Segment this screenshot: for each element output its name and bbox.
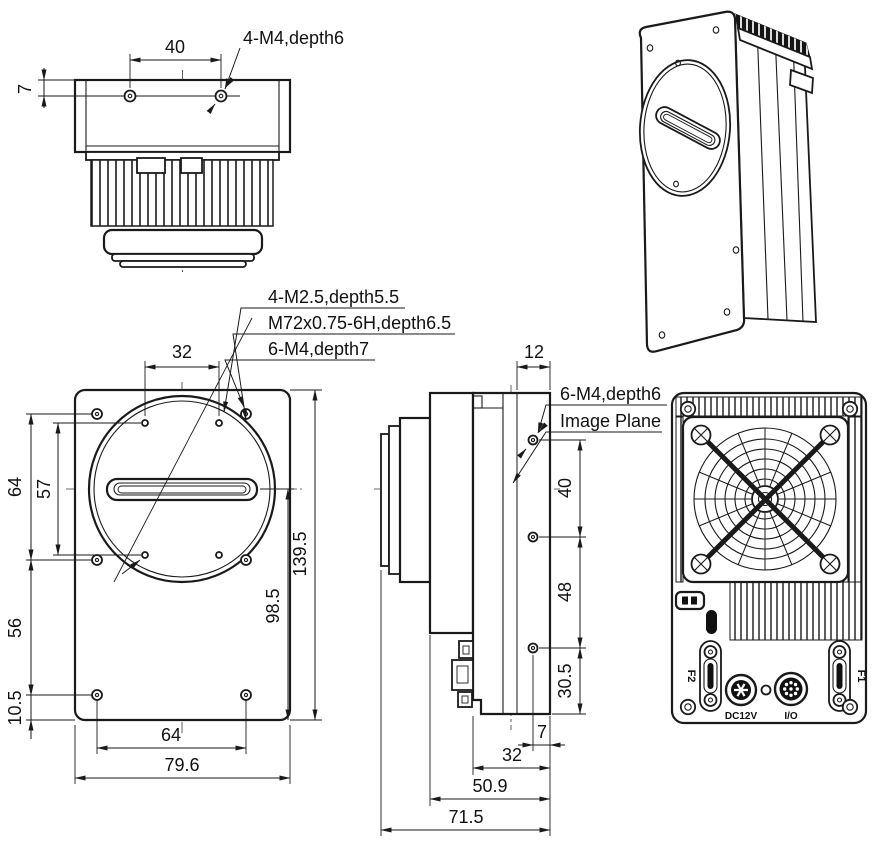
callout-mount-thread: M72x0.75-6H,depth6.5: [268, 313, 451, 333]
rear-housing-side: [471, 391, 552, 716]
connector-left: [699, 640, 722, 712]
side-connector-detail: [451, 659, 474, 691]
dim-top-hole-spacing: 40: [165, 37, 185, 57]
connector-left-label: F2: [685, 670, 697, 683]
top-view: 40 7 4-M4,depth6: [15, 28, 344, 272]
back-view: F2 F1 DC12V I/O: [670, 391, 868, 725]
dim-front-bottom-span: 64: [161, 725, 181, 745]
lens-ring: [388, 425, 401, 575]
io-connector: [773, 671, 809, 707]
dim-front-left-inner: 57: [34, 479, 54, 499]
io-label: I/O: [784, 711, 798, 722]
dim-front-height: 139.5: [290, 531, 310, 576]
lens-ring-outer: [380, 433, 390, 567]
back-fins-top: [675, 396, 863, 417]
sensor-slot-iso: [655, 106, 721, 150]
mounting-hole: [214, 89, 228, 103]
back-fins-lower: [729, 581, 863, 641]
image-plane-label: Image Plane: [560, 411, 661, 431]
dim-side-upper-span: 40: [555, 478, 575, 498]
dim-side-mid-depth: 50.9: [472, 776, 507, 796]
dim-side-rear-depth: 32: [502, 745, 522, 765]
mounting-hole: [123, 89, 137, 103]
dim-side-lower-span: 48: [555, 582, 575, 602]
power-connector: [724, 673, 758, 707]
thumb-slot: [706, 610, 717, 634]
dim-front-bottom-offset: 10.5: [5, 690, 25, 725]
lens-mount-barrel: [102, 228, 264, 256]
fan-guard-screws: [690, 424, 841, 575]
connector-right-label: F1: [855, 670, 867, 683]
sensor-slot: [105, 477, 259, 502]
dim-side-total-depth: 71.5: [448, 807, 483, 827]
lens-barrel-side: [398, 416, 432, 584]
seal-hole: [760, 684, 772, 696]
camera-body-top: [73, 78, 292, 154]
dim-side-rear-section: 12: [524, 342, 544, 362]
dim-front-width: 79.6: [164, 755, 199, 775]
dim-top-hole-offset: 7: [15, 84, 35, 94]
sensor-board-holes: [141, 419, 223, 559]
dim-front-center-bottom: 98.5: [263, 588, 283, 623]
fan-guard: [690, 424, 841, 575]
dim-side-bottom-offset: 30.5: [555, 663, 575, 698]
front-view: 32 64 57 56 10.5 64 79.6 98.5 139.5: [5, 287, 455, 784]
front-plate-side: [428, 391, 475, 635]
side-mounting-holes: [527, 434, 539, 654]
callout-sensor-holes: 4-M2.5,depth5.5: [268, 287, 399, 307]
side-clip: [789, 68, 814, 95]
dim-front-left-lower: 56: [5, 618, 25, 638]
status-indicator-window: [674, 590, 706, 611]
isometric-view: [638, 10, 817, 353]
back-corner-screws: [679, 400, 859, 716]
dim-front-top-span: 32: [172, 342, 192, 362]
callout-side-holes: 6-M4,depth6: [560, 384, 661, 404]
callout-front-holes: 6-M4,depth7: [268, 339, 369, 359]
connector-right: [828, 640, 851, 712]
dim-front-left-outer: 64: [5, 477, 25, 497]
power-label: DC12V: [725, 711, 758, 722]
dim-side-back-offset: 7: [537, 722, 547, 742]
side-view: 12 40 48 30.5 7 32 50.9 71.5 6-M4,depth6: [374, 342, 667, 836]
callout-top-holes: 4-M4,depth6: [243, 28, 344, 48]
